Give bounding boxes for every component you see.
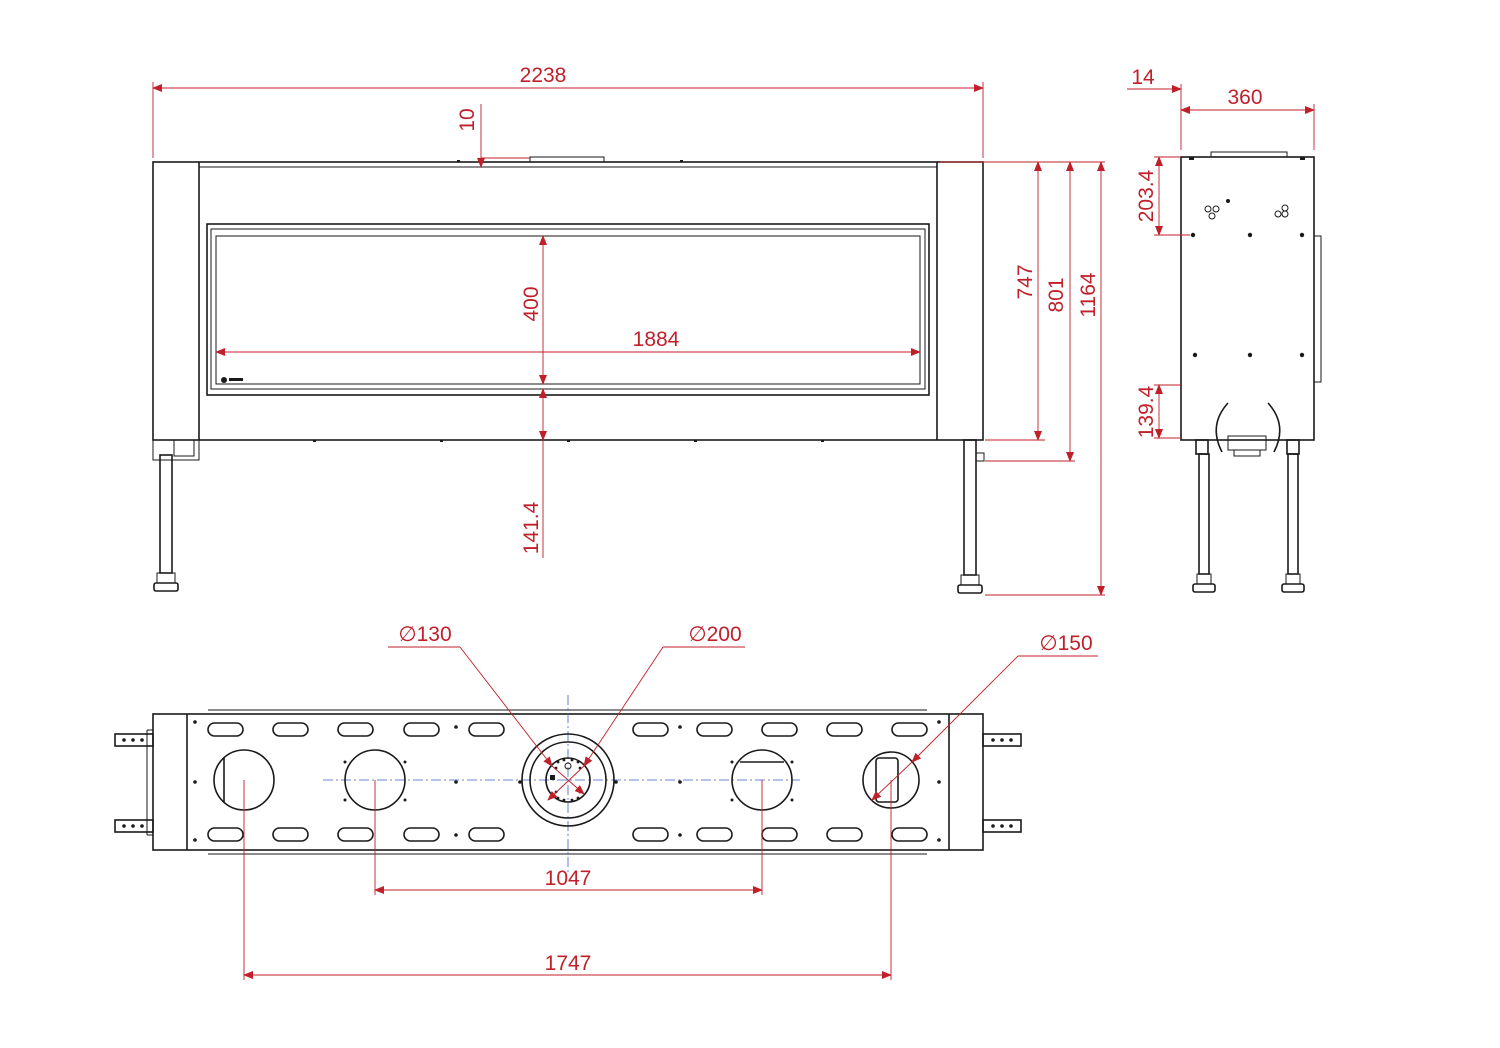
side-right-leg bbox=[1281, 439, 1305, 593]
side-control-unit bbox=[1227, 435, 1267, 451]
brand-logo-icon bbox=[221, 377, 243, 383]
dim-flue-right: ∅150 bbox=[1039, 632, 1092, 655]
dim-leg-height: 141.4 bbox=[520, 501, 543, 554]
glass-frame bbox=[206, 223, 930, 396]
dim-inner-spacing: 1047 bbox=[545, 867, 592, 890]
front-right-leg bbox=[957, 439, 985, 594]
front-left-leg bbox=[153, 454, 179, 592]
dim-overall-height: 1164 bbox=[1077, 272, 1100, 317]
dim-frame-height: 801 bbox=[1045, 277, 1068, 312]
dim-overall-width: 2238 bbox=[520, 64, 567, 87]
bracket-left-bottom bbox=[114, 819, 154, 833]
side-view: 14 360 203.4 139.4 bbox=[1127, 66, 1322, 593]
bracket-left-top bbox=[114, 733, 154, 747]
dim-side-depth: 360 bbox=[1227, 86, 1262, 109]
bracket-right-top bbox=[982, 733, 1022, 747]
front-view: 2238 10 400 1884 141.4 747 801 1164 bbox=[152, 64, 1105, 596]
side-body bbox=[1180, 156, 1315, 441]
dim-body-height: 747 bbox=[1014, 264, 1037, 299]
side-right-bracket bbox=[1267, 402, 1281, 453]
dim-glass-width: 1884 bbox=[633, 328, 680, 351]
glass-panel bbox=[215, 235, 921, 385]
vent-slots-bottom bbox=[207, 827, 928, 842]
dim-side-upper-offset: 203.4 bbox=[1135, 169, 1158, 222]
dim-side-top-offset: 14 bbox=[1131, 66, 1155, 89]
dim-flue-small: ∅130 bbox=[398, 623, 451, 646]
side-left-leg bbox=[1192, 439, 1216, 593]
dim-side-lower-offset: 139.4 bbox=[1135, 385, 1158, 438]
vent-slots-top bbox=[207, 722, 928, 737]
dim-outer-spacing: 1747 bbox=[545, 952, 592, 975]
bracket-right-bottom bbox=[982, 819, 1022, 833]
dim-flue-center: ∅200 bbox=[688, 623, 741, 646]
flue-center bbox=[521, 733, 615, 827]
top-flue-stub bbox=[529, 156, 605, 163]
dim-glass-height: 400 bbox=[520, 286, 543, 321]
dim-top-offset: 10 bbox=[456, 108, 479, 131]
front-outer-frame bbox=[152, 161, 984, 441]
top-view: ∅130 ∅200 ∅150 1047 1747 bbox=[114, 623, 1098, 980]
side-left-bracket bbox=[1215, 402, 1229, 453]
